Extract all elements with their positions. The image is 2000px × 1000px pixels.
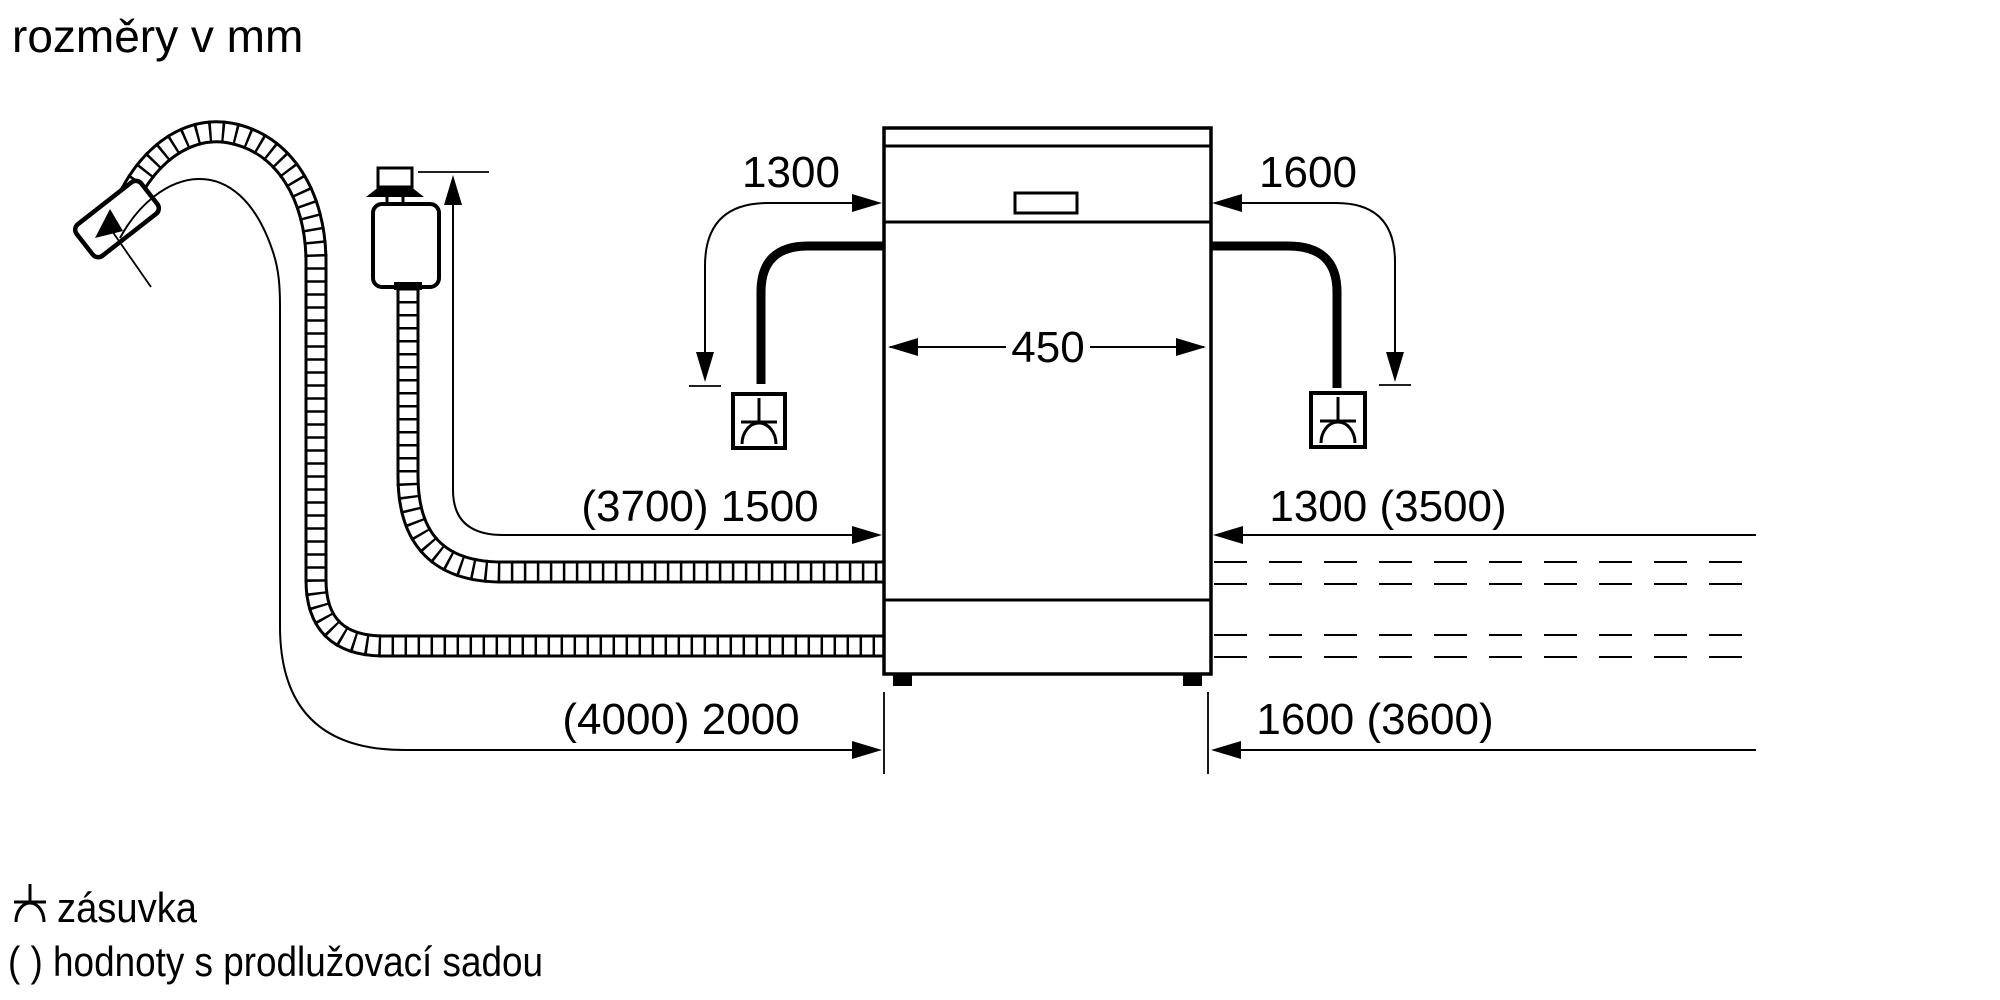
socket-right-arc bbox=[1319, 420, 1357, 444]
arrow-left-icon bbox=[888, 338, 918, 356]
dim-top-left-label: 1300 bbox=[742, 148, 840, 197]
socket-left-icon bbox=[731, 392, 787, 450]
dim-bottom-left: (4000) 2000 bbox=[95, 178, 882, 759]
dishwasher-body bbox=[882, 126, 1213, 676]
dim-width: 450 bbox=[888, 323, 1206, 372]
drain-hose-end-cap bbox=[72, 178, 162, 260]
arrow-left-icon bbox=[1212, 194, 1242, 212]
extension-hoses-dashed bbox=[1214, 561, 1756, 658]
arrow-left-icon bbox=[1211, 741, 1241, 759]
page-title: rozměry v mm bbox=[12, 10, 303, 62]
dim-mid-left-label: (3700) 1500 bbox=[581, 482, 818, 531]
dim-top-right-label: 1600 bbox=[1259, 148, 1357, 197]
drain-hose-core bbox=[107, 123, 884, 655]
arrow-left-icon bbox=[1213, 526, 1243, 544]
power-cord-right bbox=[1210, 241, 1342, 388]
arrow-right-icon bbox=[852, 741, 882, 759]
tap-body bbox=[371, 202, 441, 289]
socket-left-arc bbox=[740, 421, 778, 445]
water-tap-connector bbox=[366, 166, 441, 290]
tap-nut bbox=[376, 166, 414, 189]
dim-mid-right: 1300 (3500) bbox=[1213, 482, 1756, 544]
dim-mid-right-label: 1300 (3500) bbox=[1269, 482, 1506, 531]
drain-end-leader bbox=[111, 230, 152, 288]
tap-outlet bbox=[394, 282, 422, 290]
drain-hose bbox=[72, 120, 884, 658]
arrow-down-left-icon bbox=[95, 209, 123, 238]
legend: zásuvka ( ) hodnoty s prodlužovací sadou bbox=[8, 884, 543, 985]
dishwasher bbox=[882, 126, 1213, 686]
supply-hose bbox=[396, 288, 884, 584]
dim-bottom-left-label: (4000) 2000 bbox=[562, 695, 799, 744]
dim-top-left: 1300 bbox=[689, 148, 882, 387]
dim-top-right: 1600 bbox=[1212, 148, 1411, 386]
arrow-down-icon bbox=[1386, 352, 1404, 382]
legend-parentheses-note: ( ) hodnoty s prodlužovací sadou bbox=[8, 938, 543, 985]
dim-mid-left: (3700) 1500 bbox=[418, 171, 882, 544]
dim-bottom-right: 1600 (3600) bbox=[1211, 695, 1756, 759]
dim-width-label: 450 bbox=[1011, 323, 1084, 372]
socket-right-icon bbox=[1309, 391, 1367, 449]
tap-seal bbox=[366, 186, 424, 197]
supply-hose-core bbox=[399, 288, 884, 581]
arrow-down-icon bbox=[696, 352, 714, 382]
arrow-right-icon bbox=[1176, 338, 1206, 356]
dishwasher-foot-right bbox=[1183, 674, 1202, 686]
power-cord-left bbox=[756, 241, 884, 384]
socket-legend-icon bbox=[14, 884, 46, 923]
dishwasher-foot-left bbox=[893, 674, 912, 686]
dishwasher-handle bbox=[1013, 191, 1079, 215]
arrow-up-icon bbox=[444, 175, 462, 205]
arrow-right-icon bbox=[852, 194, 882, 212]
arrow-right-icon bbox=[852, 526, 882, 544]
dim-bottom-right-label: 1600 (3600) bbox=[1256, 695, 1493, 744]
legend-socket-label: zásuvka bbox=[57, 884, 198, 931]
